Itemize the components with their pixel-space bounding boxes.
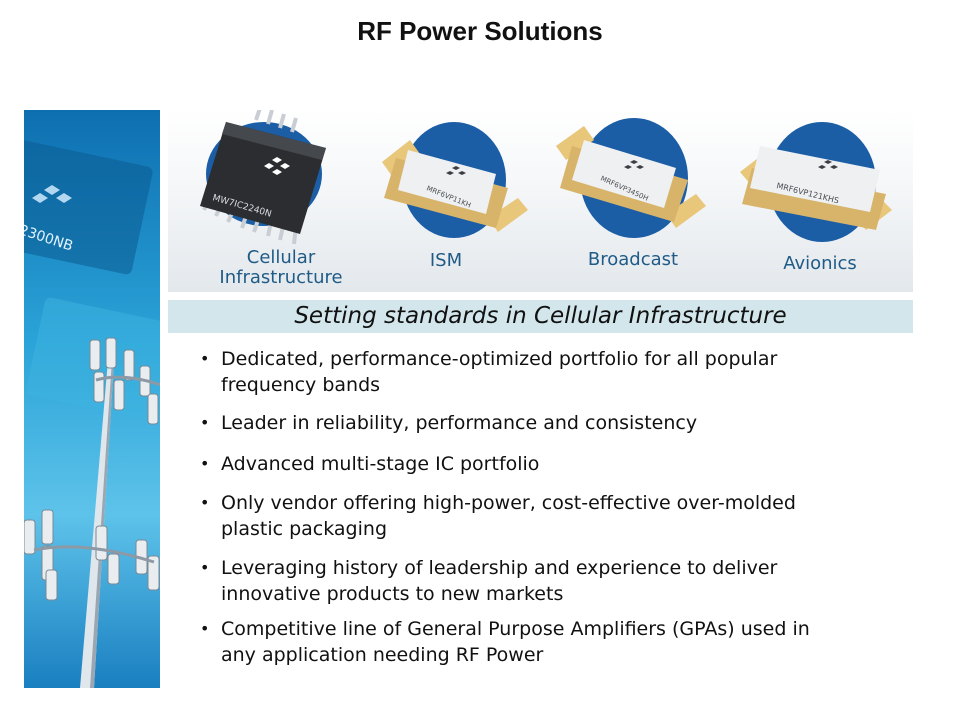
bullet-item: • Dedicated, performance-optimized portf… — [200, 348, 778, 396]
bullet-item: • Only vendor offering high-power, cost-… — [200, 492, 796, 540]
bullet-item: • Advanced multi-stage IC portfolio — [200, 453, 540, 475]
product-label-avionics: Avionics — [783, 253, 857, 274]
slide-title: RF Power Solutions — [357, 16, 603, 46]
product-label-ism: ISM — [429, 250, 463, 271]
product-cellular: MW7IC2240N Cellular Infrastructure — [168, 107, 358, 292]
bullet-dot-icon: • — [200, 493, 210, 512]
bullet-dot-icon: • — [200, 454, 210, 473]
avionics-transistor-image: MRF6VP121KHS — [740, 122, 892, 242]
broadcast-transistor-image: MRF6VP3450H — [556, 118, 706, 238]
product-avionics: MRF6VP121KHS Avionics — [730, 110, 910, 292]
bullet-dot-icon: • — [200, 349, 210, 368]
cellular-ic-image: MW7IC2240N — [200, 107, 326, 245]
tagline-banner: Setting standards in Cellular Infrastruc… — [168, 300, 913, 333]
product-label-broadcast: Broadcast — [587, 249, 679, 270]
bullet-dot-icon: • — [200, 558, 210, 577]
product-showcase: MW7IC2240N Cellular Infrastructure MRF6V… — [168, 107, 913, 292]
bullet-item: • Leader in reliability, performance and… — [200, 412, 698, 434]
ism-transistor-image: MRF6VP11KH — [382, 122, 528, 238]
bullet-item: • Leveraging history of leadership and e… — [200, 557, 778, 605]
bullet-item: • Competitive line of General Purpose Am… — [200, 618, 810, 666]
product-label-cellular: Cellular Infrastructure — [219, 247, 343, 288]
product-ism: MRF6VP11KH ISM — [368, 110, 538, 292]
bullet-dot-icon: • — [200, 413, 210, 432]
product-broadcast: MRF6VP3450H Broadcast — [548, 110, 718, 292]
cell-tower-photo: 2300NB — [24, 110, 160, 688]
bullet-dot-icon: • — [200, 619, 210, 638]
